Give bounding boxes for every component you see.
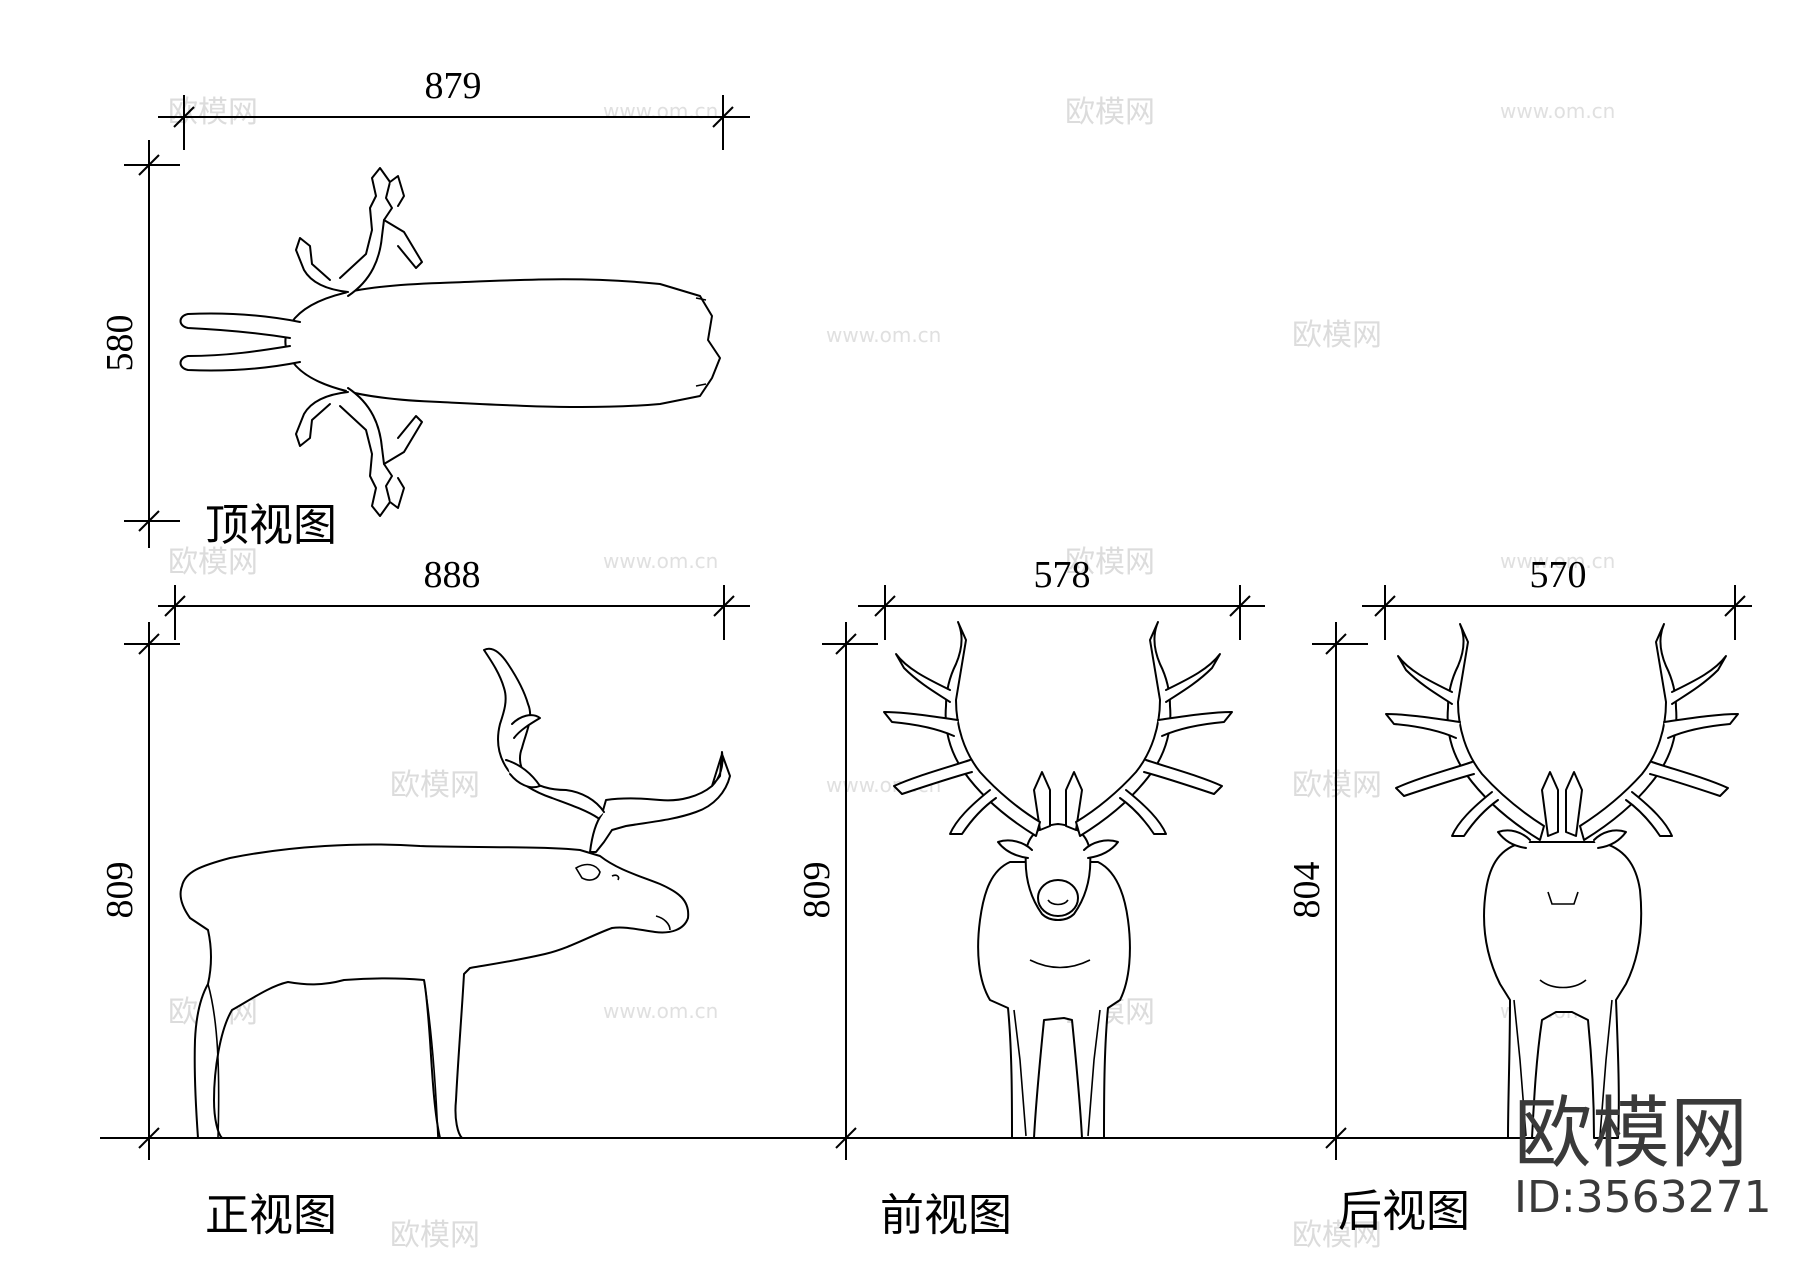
watermark-brand: 欧模网 bbox=[1065, 545, 1155, 580]
brand-watermark: 欧模网 ID:3563271 bbox=[1514, 1089, 1772, 1223]
deer-top-view-drawing bbox=[179, 167, 721, 517]
watermark-site: www.om.cn bbox=[1500, 99, 1615, 123]
back-view-width-dimension: 570 bbox=[1362, 554, 1752, 640]
top-view: 879 580 顶视图 bbox=[99, 65, 750, 551]
deer-back-view-drawing bbox=[1385, 623, 1739, 1139]
top-view-width-label: 879 bbox=[425, 65, 482, 107]
side-view-width-dimension: 888 bbox=[158, 554, 750, 640]
watermark-brand: 欧模网 bbox=[390, 1218, 480, 1253]
brand-watermark-id: ID:3563271 bbox=[1514, 1172, 1772, 1223]
front-view-title: 前视图 bbox=[880, 1190, 1012, 1241]
brand-watermark-logo: 欧模网 bbox=[1514, 1089, 1748, 1179]
front-view-width-label: 578 bbox=[1034, 554, 1091, 596]
watermark-brand: 欧模网 bbox=[1292, 318, 1382, 353]
watermark-site: www.om.cn bbox=[603, 549, 718, 573]
watermark-site: www.om.cn bbox=[1500, 549, 1615, 573]
back-view-height-dimension: 804 bbox=[1286, 622, 1368, 1160]
watermark-brand: 欧模网 bbox=[390, 768, 480, 803]
side-view-width-label: 888 bbox=[424, 554, 481, 596]
watermark-brand: 欧模网 bbox=[168, 545, 258, 580]
top-view-height-dimension: 580 bbox=[99, 140, 180, 548]
watermark-site: www.om.cn bbox=[603, 99, 718, 123]
front-view-height-label: 809 bbox=[796, 862, 838, 919]
front-view: 578 809 bbox=[796, 554, 1265, 1241]
watermark-site: www.om.cn bbox=[603, 999, 718, 1023]
side-view-title: 正视图 bbox=[205, 1190, 337, 1241]
back-view-title: 后视图 bbox=[1338, 1186, 1470, 1237]
watermark-brand: 欧模网 bbox=[168, 95, 258, 130]
back-view: 570 804 bbox=[1286, 554, 1752, 1237]
watermark-brand: 欧模网 bbox=[1065, 95, 1155, 130]
back-view-width-label: 570 bbox=[1530, 554, 1587, 596]
back-view-height-label: 804 bbox=[1286, 862, 1328, 919]
front-view-width-dimension: 578 bbox=[858, 554, 1265, 640]
top-view-height-label: 580 bbox=[99, 315, 141, 372]
front-view-height-dimension: 809 bbox=[796, 622, 878, 1160]
background-watermarks: 欧模网 www.om.cn 欧模网 www.om.cn 欧模网 www.om.c… bbox=[168, 95, 1615, 1253]
side-view: 888 809 正视图 bbox=[99, 554, 1540, 1241]
top-view-width-dimension: 879 bbox=[158, 65, 750, 150]
deer-front-view-drawing bbox=[883, 621, 1233, 1139]
watermark-site: www.om.cn bbox=[826, 323, 941, 347]
side-view-height-dimension: 809 bbox=[99, 622, 180, 1160]
watermark-brand: 欧模网 bbox=[1292, 1218, 1382, 1253]
top-view-title: 顶视图 bbox=[205, 500, 337, 551]
deer-side-view-drawing bbox=[179, 647, 731, 1139]
side-view-height-label: 809 bbox=[99, 862, 141, 919]
